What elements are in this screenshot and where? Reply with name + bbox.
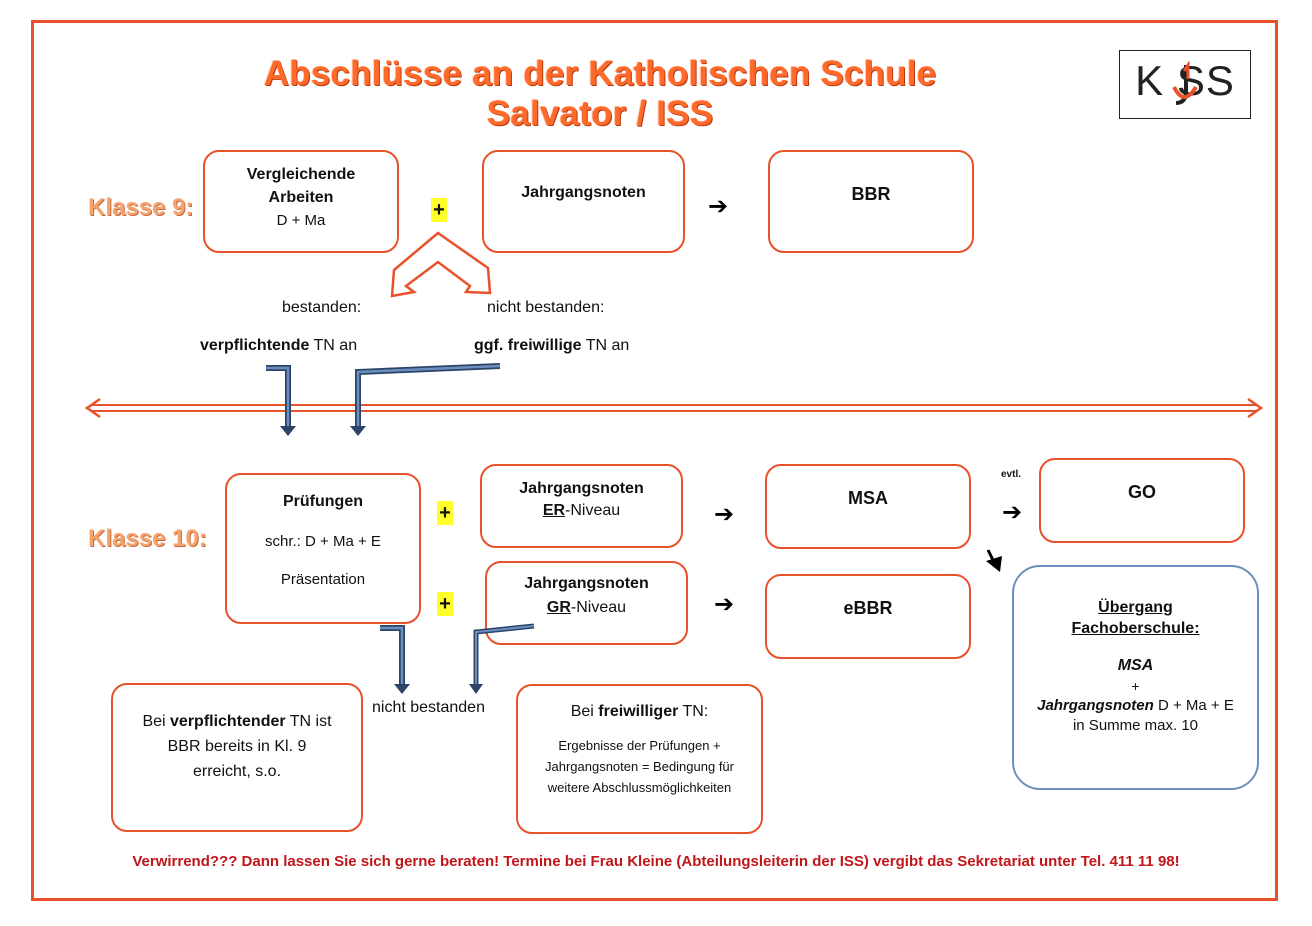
connector-verpflichtend-arrow-icon — [266, 365, 296, 436]
fachoberschule-box: Übergang Fachoberschule: MSA + Jahrgangs… — [1012, 565, 1259, 790]
vergleichende-arbeiten-box: Vergleichende Arbeiten D + Ma — [203, 150, 399, 253]
verpflichtende-tn-box: Bei verpflichtender TN ist BBR bereits i… — [111, 683, 363, 832]
pruefungen-line3: Präsentation — [280, 571, 366, 588]
fos-summe: in Summe max. 10 — [1072, 717, 1199, 734]
school-logo: K SS — [1119, 50, 1251, 119]
arrow-right-icon: ➔ — [714, 501, 735, 528]
jahrgang-k9-label: Jahrgangsnoten — [521, 184, 646, 201]
nicht-bestanden-label-k10: nicht bestanden — [372, 699, 485, 716]
fos-title1: Übergang — [1098, 599, 1173, 616]
freiwillig-line2: Ergebnisse der Prüfungen + — [558, 738, 721, 753]
bbr-box: BBR — [768, 150, 974, 253]
jahrgangsnoten-gr-box: Jahrgangsnoten GR-Niveau — [485, 561, 688, 645]
separator-double-arrow-icon — [84, 397, 1264, 419]
freiwillig-line3: Jahrgangsnoten = Bedingung für — [544, 759, 734, 774]
jahrgangsnoten-er-box: Jahrgangsnoten ER-Niveau — [480, 464, 683, 548]
verpflichtend-line1: Bei verpflichtender TN ist — [142, 713, 332, 730]
msa-box: MSA — [765, 464, 971, 549]
verpflichtende-tn-label: verpflichtende TN an — [200, 337, 358, 354]
freiwillig-line4: weitere Abschlussmöglichkeiten — [547, 780, 732, 795]
ebbr-label: eBBR — [843, 598, 893, 618]
ebbr-box: eBBR — [765, 574, 971, 659]
vergleich-line2: Arbeiten — [268, 189, 334, 206]
er-niveau: ER-Niveau — [542, 502, 621, 519]
freiwillig-line1: Bei freiwilliger TN: — [570, 703, 709, 720]
kjss-logo-mark-icon — [1172, 61, 1198, 105]
er-title: Jahrgangsnoten — [519, 480, 644, 497]
evtl-label: evtl. — [1001, 469, 1022, 480]
arrow-right-icon: ➔ — [714, 591, 735, 618]
split-arrow-icon — [390, 231, 492, 298]
vergleich-line3: D + Ma — [276, 212, 326, 229]
pruefungen-line2: schr.: D + Ma + E — [265, 533, 381, 550]
jahrgangsnoten-box-k9: Jahrgangsnoten — [482, 150, 685, 253]
gr-niveau: GR-Niveau — [546, 599, 627, 616]
connector-nicht-bestanden-right-arrow-icon — [469, 623, 535, 694]
klasse10-label: Klasse 10: — [88, 525, 207, 552]
gr-title: Jahrgangsnoten — [524, 575, 649, 592]
footer-note: Verwirrend??? Dann lassen Sie sich gerne… — [132, 853, 1180, 870]
arrow-right-icon: ➔ — [1002, 499, 1023, 526]
diagonal-arrow-icon — [986, 549, 1002, 572]
klasse9-label: Klasse 9: — [88, 194, 194, 221]
bestanden-label: bestanden: — [282, 299, 362, 316]
fos-jahrgang: Jahrgangsnoten D + Ma + E — [1037, 697, 1234, 714]
nicht-bestanden-label-k9: nicht bestanden: — [487, 299, 605, 316]
msa-label: MSA — [848, 488, 888, 508]
pruefungen-box: Prüfungen schr.: D + Ma + E Präsentation — [225, 473, 421, 624]
freiwillige-tn-label: ggf. freiwillige TN an — [474, 337, 630, 354]
pruefungen-title: Prüfungen — [283, 493, 363, 510]
plus-sign-k9: + — [431, 198, 447, 222]
verpflichtend-line3: erreicht, s.o. — [192, 763, 282, 780]
vergleich-line1: Vergleichende — [246, 166, 356, 183]
plus-sign-er: + — [437, 501, 453, 525]
plus-sign-gr: + — [437, 592, 453, 616]
freiwillige-tn-box: Bei freiwilliger TN: Ergebnisse der Prüf… — [516, 684, 763, 834]
fos-title2: Fachoberschule: — [1071, 620, 1200, 637]
fos-msa: MSA — [1117, 657, 1154, 674]
page-frame — [31, 20, 1278, 901]
fos-plus: + — [1131, 678, 1140, 694]
connector-freiwillig-arrow-icon — [350, 363, 501, 436]
page-title: Abschlüsse an der Katholischen Schule Sa… — [263, 54, 937, 133]
go-box: GO — [1039, 458, 1245, 543]
verpflichtend-line2: BBR bereits in Kl. 9 — [167, 738, 307, 755]
connector-nicht-bestanden-left-arrow-icon — [380, 625, 410, 694]
go-label: GO — [1127, 482, 1156, 502]
bbr-label: BBR — [851, 184, 891, 204]
arrow-right-icon: ➔ — [708, 193, 729, 220]
